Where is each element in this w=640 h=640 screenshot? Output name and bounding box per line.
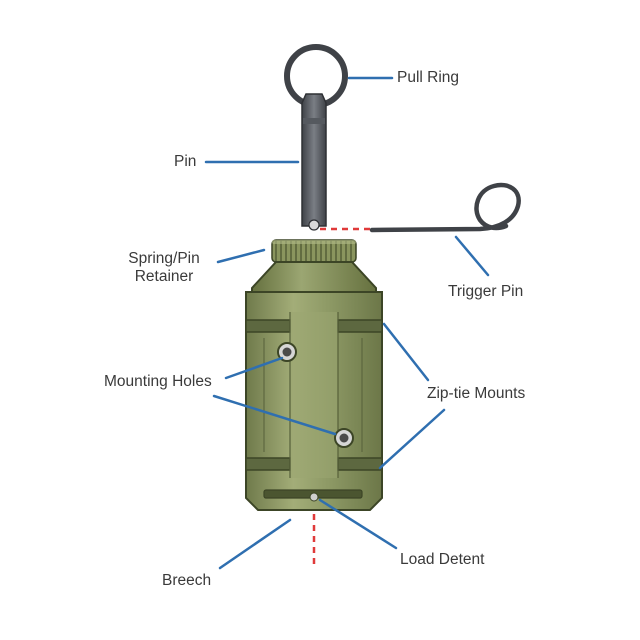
leader-zip-tie-lower [378,408,446,470]
label-spring-pin-retainer-line2: Retainer [134,268,194,285]
leader-mounting-hole-upper [224,356,284,380]
label-zip-tie-mounts: Zip-tie Mounts [427,385,526,402]
label-pin: Pin [174,153,197,170]
label-breech: Breech [162,572,212,589]
label-trigger-pin: Trigger Pin [448,283,524,300]
label-mounting-holes: Mounting Holes [104,373,212,390]
device-body [245,261,383,511]
label-spring-pin-retainer: Spring/Pin Retainer [116,250,212,286]
label-pull-ring: Pull Ring [397,69,460,86]
label-load-detent: Load Detent [400,551,485,568]
leader-breech [218,518,292,570]
mounting-hole-upper [277,342,297,362]
trigger-pin [369,182,521,233]
leader-load-detent [318,498,398,550]
leader-trigger-pin [454,235,490,277]
mounting-hole-lower [334,428,354,448]
spring-pin-retainer [271,239,357,263]
pin [301,93,327,231]
leader-mounting-hole-lower [212,394,337,436]
leader-retainer [216,248,266,264]
leader-zip-tie-upper [382,322,430,382]
label-spring-pin-retainer-line1: Spring/Pin [128,250,200,267]
